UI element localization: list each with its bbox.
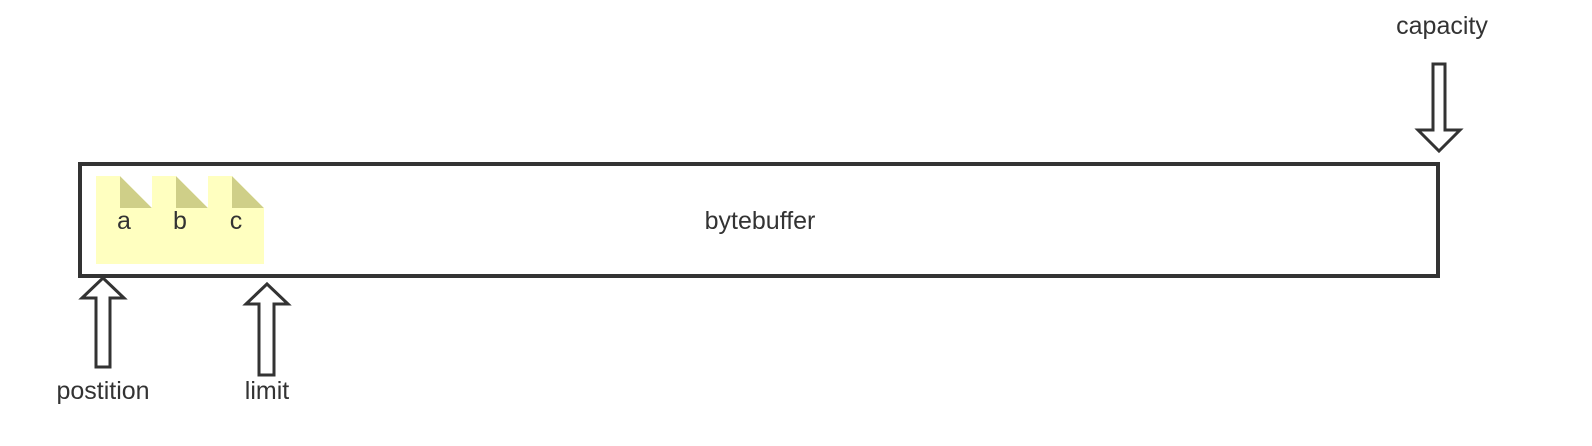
cell-b-notch xyxy=(176,176,208,208)
capacity-arrow xyxy=(1414,62,1464,154)
position-label: postition xyxy=(56,377,150,405)
limit-label: limit xyxy=(244,377,290,405)
cell-c-notch xyxy=(232,176,264,208)
capacity-label: capacity xyxy=(1396,12,1488,40)
cell-c-label: c xyxy=(229,207,243,235)
cell-a-label: a xyxy=(117,207,131,235)
cell-b-label: b xyxy=(173,207,187,235)
buffer-box xyxy=(78,162,1440,278)
limit-arrow xyxy=(242,281,292,377)
position-arrow xyxy=(78,275,128,369)
cell-a-notch xyxy=(120,176,152,208)
buffer-label: bytebuffer xyxy=(704,207,816,235)
